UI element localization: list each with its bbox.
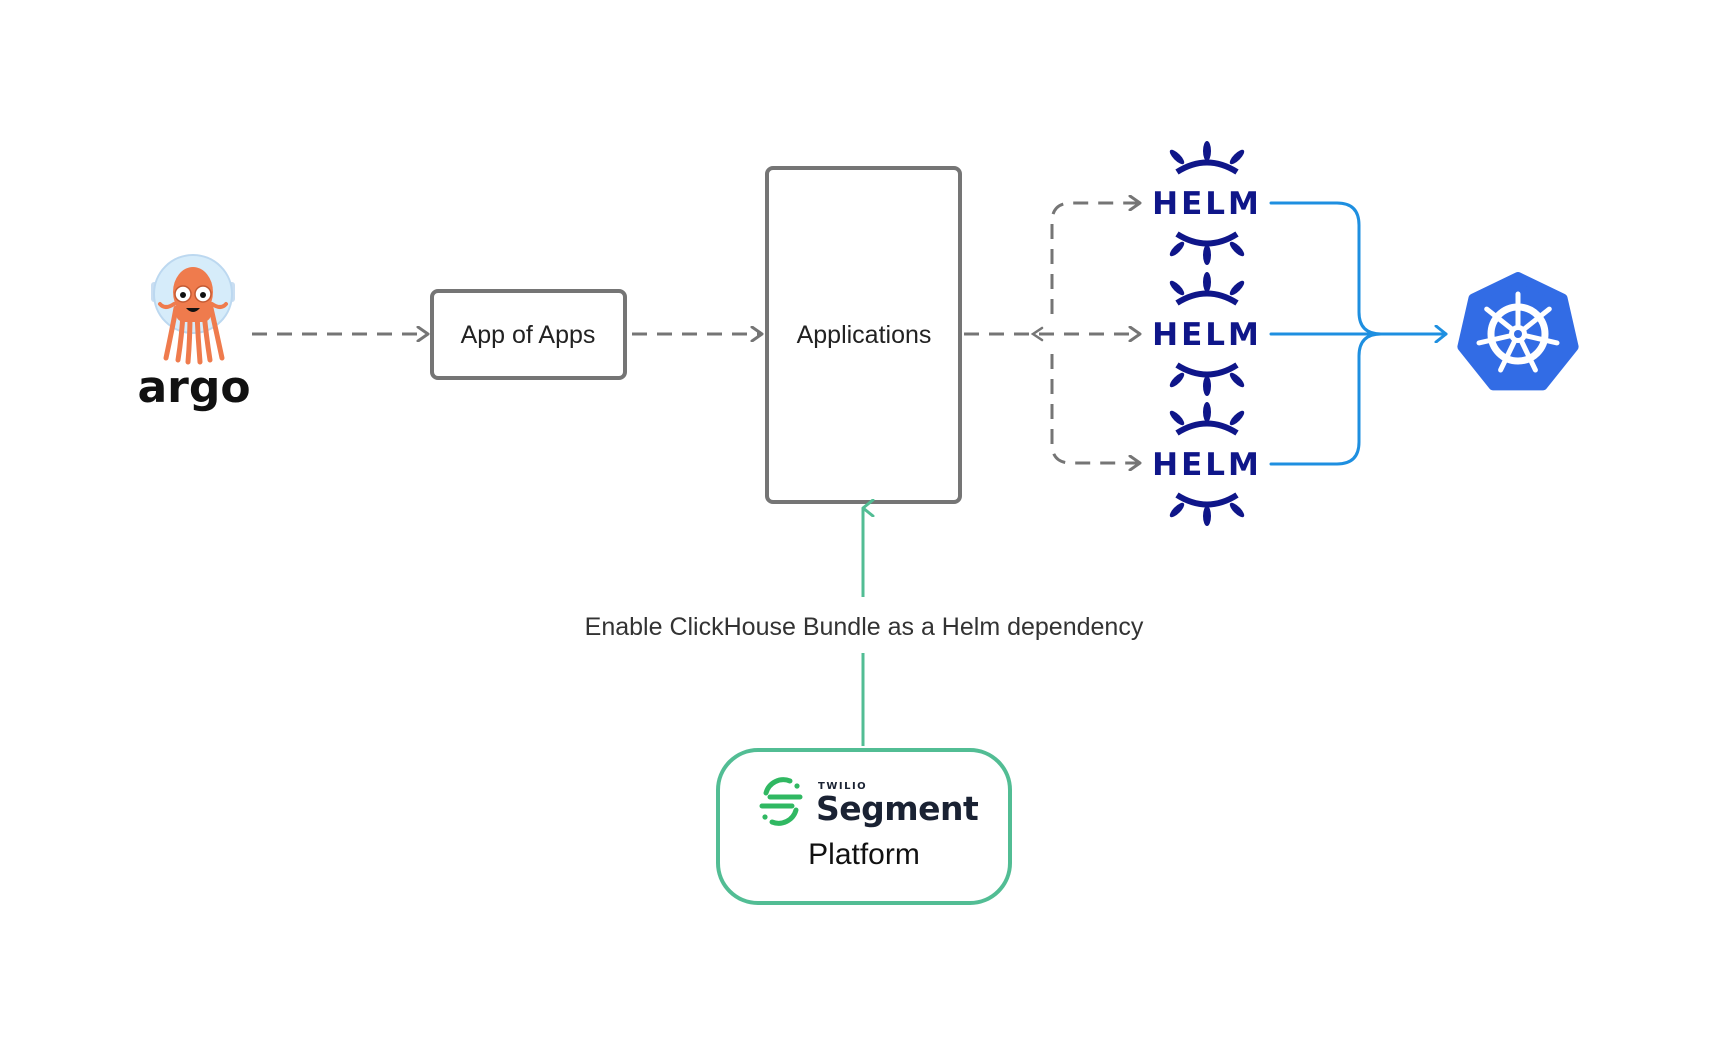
twilio-brand-text: TWILIO <box>818 781 867 792</box>
helm-wheel-icon <box>1169 141 1245 265</box>
merge-bottom <box>1269 332 1383 466</box>
argo-octopus-icon <box>151 254 235 365</box>
argo-wordmark: argo <box>137 362 250 413</box>
branch-bottom <box>1050 354 1140 463</box>
applications-label: Applications <box>797 321 932 349</box>
helm-chart-node[interactable]: HELM <box>1152 272 1262 396</box>
helm-label: HELM <box>1152 317 1262 353</box>
helm-wheel-icon <box>1169 272 1245 396</box>
segment-platform-node[interactable]: TWILIO Segment Platform <box>716 748 1012 905</box>
helm-label: HELM <box>1152 447 1262 483</box>
helm-chart-node[interactable]: HELM <box>1152 141 1262 265</box>
app-of-apps-label: App of Apps <box>461 321 596 349</box>
kubernetes-icon <box>1457 272 1579 391</box>
edge-label-clickhouse-bundle: Enable ClickHouse Bundle as a Helm depen… <box>585 613 1144 641</box>
merge-top <box>1269 201 1383 336</box>
branch-junction-chevron <box>1030 326 1044 342</box>
helm-label: HELM <box>1152 186 1262 222</box>
segment-platform-label: Platform <box>808 838 920 871</box>
argo-node[interactable]: argo <box>137 254 251 413</box>
helm-wheel-icon <box>1169 402 1245 526</box>
kubernetes-node[interactable] <box>1457 272 1579 391</box>
helm-charts: HELM HELM HELM <box>1152 141 1262 526</box>
branch-top <box>1050 203 1140 314</box>
segment-logo-icon <box>759 777 803 826</box>
edge-helm-charts-to-kubernetes <box>1269 201 1448 466</box>
helm-chart-node[interactable]: HELM <box>1152 402 1262 526</box>
applications-node[interactable]: Applications <box>765 166 962 504</box>
edge-applications-to-helm-charts <box>964 203 1140 463</box>
app-of-apps-node[interactable]: App of Apps <box>430 289 627 380</box>
segment-brand-text: Segment <box>816 789 979 828</box>
